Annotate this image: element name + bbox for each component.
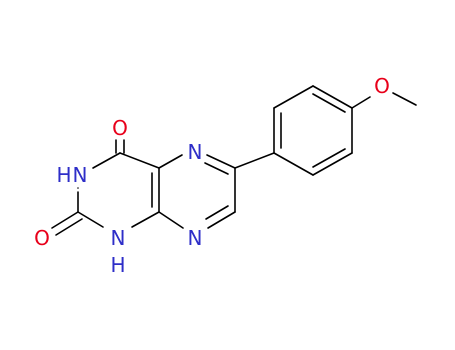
atom-n-nh-top: N [73, 163, 88, 187]
bond-c2-n1 [77, 211, 104, 228]
atom-label-group: O O O N N H N N H [34, 74, 390, 277]
bond-ph-2 [273, 85, 314, 109]
bond-c7-n8-2 [205, 205, 229, 220]
atom-o-carbonyl-left: O [34, 226, 50, 250]
bond-n5-c6 [206, 154, 236, 169]
bond-ph-6 [273, 152, 314, 176]
bond-n1-c8a [131, 211, 160, 228]
bond-n5-c6-2 [204, 162, 229, 175]
atom-n-pyrazine-bottom: N [188, 226, 203, 250]
bond-n8-c8a [158, 211, 184, 229]
bond-ph-5 [312, 152, 353, 176]
bond-ph-3-inner [312, 93, 346, 113]
bond-group [51, 85, 417, 236]
bond-c4a-c4 [119, 152, 160, 169]
bond-c7-n8 [207, 211, 236, 229]
bond-ph-o [351, 96, 371, 109]
bond-ph-5-inner [312, 148, 346, 168]
atom-o-carbonyl-top: O [112, 116, 128, 140]
atom-h-nh-top: H [56, 163, 71, 187]
bond-o-ch3 [392, 92, 417, 106]
bond-c6-phenyl [234, 152, 275, 169]
atom-n-nh-bottom: N [111, 226, 126, 250]
bond-ph-3 [312, 85, 353, 109]
atom-h-nh-bottom: H [110, 253, 125, 277]
bond-c4-n3 [92, 152, 121, 169]
bond-c2-o [51, 211, 79, 229]
atom-n-pyrazine-top: N [188, 140, 203, 164]
atom-o-methoxy: O [374, 74, 390, 98]
bond-c2-o-2 [55, 218, 83, 236]
bond-c4a-n5 [158, 154, 183, 169]
